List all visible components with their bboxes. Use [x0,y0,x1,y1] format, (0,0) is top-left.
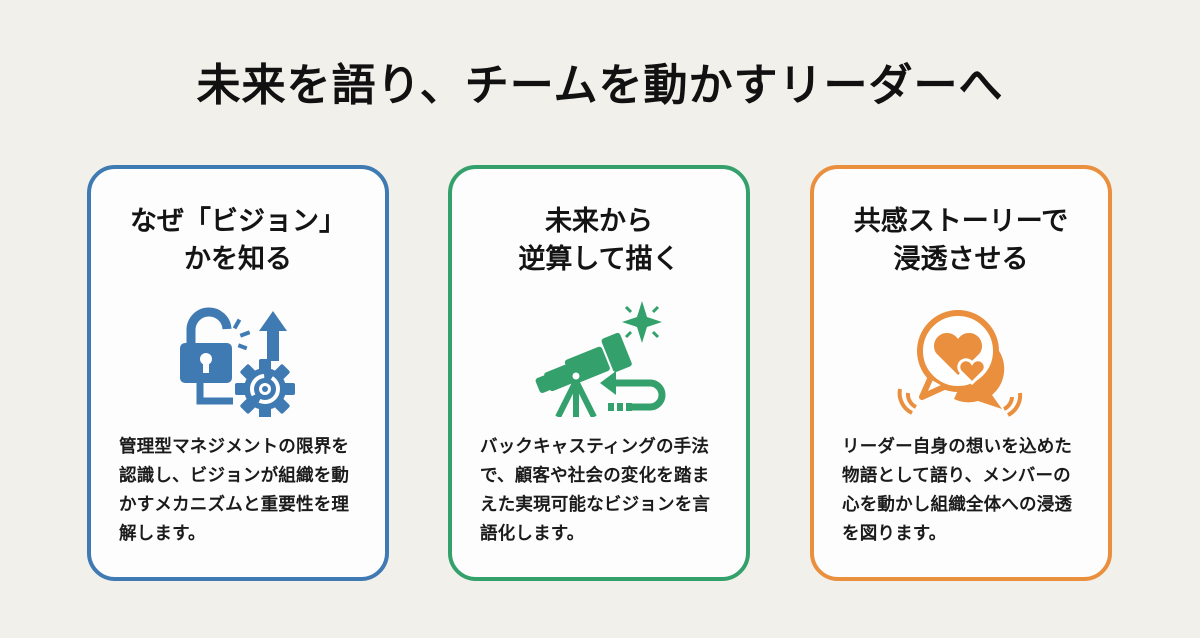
card-empathy-story: 共感ストーリーで 浸透させる リーダー自身の想いを込めた 物語として語り、メンバ… [810,165,1112,581]
card-description: リーダー自身の想いを込めた 物語として語り、メンバーの 心を動かし組織全体への浸… [842,433,1092,549]
card-body-line: 語化します。 [480,524,585,544]
card-body-line: 解します。 [119,524,206,544]
card-description: 管理型マネジメントの限界を 認識し、ビジョンが組織を動 かすメカニズムと重要性を… [119,433,369,549]
card-body-line: で、顧客や社会の変化を踏ま [480,466,710,486]
card-title-line: 共感ストーリーで [853,206,1069,237]
card-body-line: 管理型マネジメントの限界を [119,437,350,457]
card-description: バックキャスティングの手法 で、顧客や社会の変化を踏ま えた実現可能なビジョンを… [480,433,730,549]
telescope-star-return-arrow-icon [524,297,674,417]
card-title-line: 未来から [545,206,653,237]
card-body-line: バックキャスティングの手法 [480,437,710,457]
card-body-line: えた実現可能なビジョンを言 [480,495,711,515]
card-title: 共感ストーリーで 浸透させる [814,203,1108,279]
card-backcasting: 未来から 逆算して描く バックキャスティング [448,165,750,581]
speech-bubbles-hearts-icon [886,297,1036,417]
card-body-line: 物語として語り、メンバーの [842,466,1071,486]
card-title-line: 逆算して描く [518,244,680,275]
card-title: なぜ「ビジョン」 かを知る [91,203,385,279]
card-why-vision: なぜ「ビジョン」 かを知る [87,165,389,581]
card-title: 未来から 逆算して描く [452,203,746,279]
card-body-line: かすメカニズムと重要性を理 [119,495,350,515]
page-title: 未来を語り、チームを動かすリーダーへ [196,60,1004,111]
card-title-line: 浸透させる [893,244,1029,275]
card-title-line: なぜ「ビジョン」 [130,206,346,237]
card-body-line: 心を動かし組織全体への浸透 [842,495,1073,515]
card-body-line: を図ります。 [842,524,947,544]
card-title-line: かを知る [184,244,292,275]
card-body-line: リーダー自身の想いを込めた [842,437,1073,457]
unlock-gear-arrow-up-icon [163,297,313,417]
card-body-line: 認識し、ビジョンが組織を動 [119,466,350,486]
